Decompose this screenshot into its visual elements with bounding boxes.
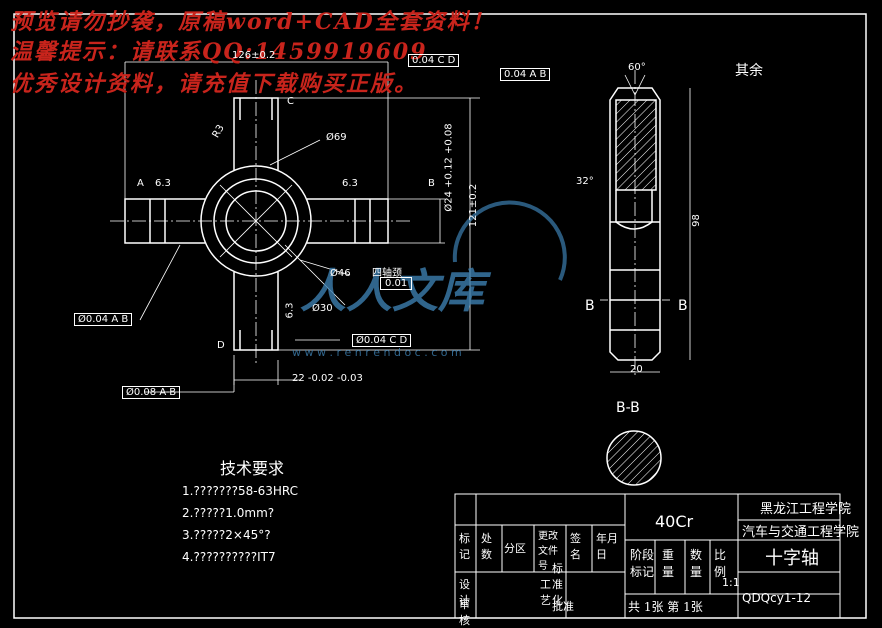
ratio-label: 比例	[714, 548, 727, 579]
col-sign: 签名	[570, 532, 581, 561]
row-design: 设计	[459, 578, 470, 607]
requirement-item: 4.??????????IT7	[182, 550, 276, 564]
stage-label: 阶段标记	[630, 548, 655, 579]
cross-front-view	[110, 80, 410, 365]
tol-left-value: Ø0.04	[78, 314, 109, 325]
col-count: 处数	[481, 532, 492, 561]
dim-phi30: Ø30	[312, 303, 333, 314]
department-name: 汽车与交通工程学院	[742, 525, 860, 540]
title-block-grid	[454, 493, 841, 619]
row-approve: 批准	[552, 600, 574, 613]
rough-bottom: 6.3	[284, 302, 296, 319]
col-date: 年月日	[596, 532, 618, 561]
datum-a: A	[137, 178, 144, 189]
watermark-logo-text: 人人文库	[300, 264, 484, 318]
sheet-count: 共 1张 第 1张	[628, 600, 703, 614]
watermark-line-1: 预览请勿抄袭，原稿word+CAD全套资料！	[10, 9, 495, 35]
scale: 1:1	[722, 576, 740, 589]
angle-32: 32°	[576, 176, 594, 187]
col-doc: 更改文件号	[538, 531, 558, 572]
datum-c: C	[287, 96, 294, 107]
tol-mid: Ø0.04 C D	[352, 334, 412, 347]
col-mark: 标记	[459, 532, 470, 561]
cross-side-view	[600, 70, 691, 375]
datum-d: D	[217, 340, 225, 351]
col-zone: 分区	[504, 542, 526, 555]
tol-top-flat-ref: C D	[437, 55, 456, 66]
dim-phi46: Ø46	[330, 268, 351, 279]
dimension-lines	[124, 61, 480, 393]
roundness-value: 0.01	[385, 278, 408, 289]
tol-left: Ø0.04 A B	[74, 313, 133, 326]
tol-bottom-ref: A-B	[159, 387, 177, 398]
watermark-line-3: 优秀设计资料，请充值下载购买正版。	[10, 71, 419, 97]
dim-phi69: Ø69	[326, 132, 347, 143]
tol-top-sym-ref: A B	[529, 69, 547, 80]
requirements-title: 技术要求	[220, 459, 285, 478]
requirement-item: 3.?????2×45°?	[182, 528, 271, 542]
tol-bottom: Ø0.08 A-B	[122, 386, 181, 399]
tol-top-sym-value: 0.04	[504, 69, 527, 80]
surface-note: 其余	[735, 63, 763, 79]
row-check: 审核	[459, 598, 470, 627]
drawing-frame	[13, 13, 867, 619]
section-mark-right: B	[678, 298, 688, 314]
section-b-b	[606, 430, 662, 486]
tol-mid-ref: C D	[389, 335, 408, 346]
requirement-item: 1.???????58-63HRC	[182, 484, 299, 498]
dim-22: 22 -0.02 -0.03	[292, 373, 363, 384]
weight-label: 重量	[662, 548, 675, 579]
school-name: 黑龙江工程学院	[760, 502, 852, 517]
rough-right: 6.3	[342, 178, 358, 189]
tol-top-flat: 0.04 C D	[408, 54, 460, 67]
watermark-line-2: 温馨提示：请联系QQ:1459919609	[10, 39, 428, 65]
row-std: 标准化	[552, 562, 563, 607]
roundness-label: 四轴颈	[372, 268, 402, 279]
watermark-logo-icon	[452, 200, 567, 281]
datum-b: B	[428, 178, 435, 189]
tol-mid-value: Ø0.04	[356, 335, 387, 346]
dim-height: 98	[690, 214, 702, 227]
part-name: 十字轴	[765, 548, 819, 569]
rough-left: 6.3	[155, 178, 171, 189]
material: 40Cr	[655, 512, 694, 531]
qty-label: 数量	[690, 548, 703, 579]
dim-width: 20	[630, 364, 643, 375]
angle-60: 60°	[628, 62, 646, 73]
row-process: 工艺	[540, 578, 551, 607]
tol-bottom-value: Ø0.08	[126, 387, 157, 398]
dim-top: 126±0.2	[232, 50, 276, 61]
requirement-item: 2.?????1.0mm?	[182, 506, 275, 520]
section-mark-left: B	[585, 298, 595, 314]
watermark-url: w w w . r e n r e n d o c . c o m	[292, 346, 462, 359]
roundness-frame: 0.01	[380, 277, 413, 290]
tol-top-flat-value: 0.04	[412, 55, 435, 66]
tol-top-sym: 0.04 A B	[500, 68, 551, 81]
section-title: B-B	[616, 400, 640, 416]
dim-121: 121±0.2	[468, 183, 480, 228]
dim-phi24: Ø24 +0.12 +0.08	[443, 123, 455, 212]
drawing-number: QDQcy1-12	[742, 591, 812, 605]
tol-left-ref: A B	[111, 314, 129, 325]
